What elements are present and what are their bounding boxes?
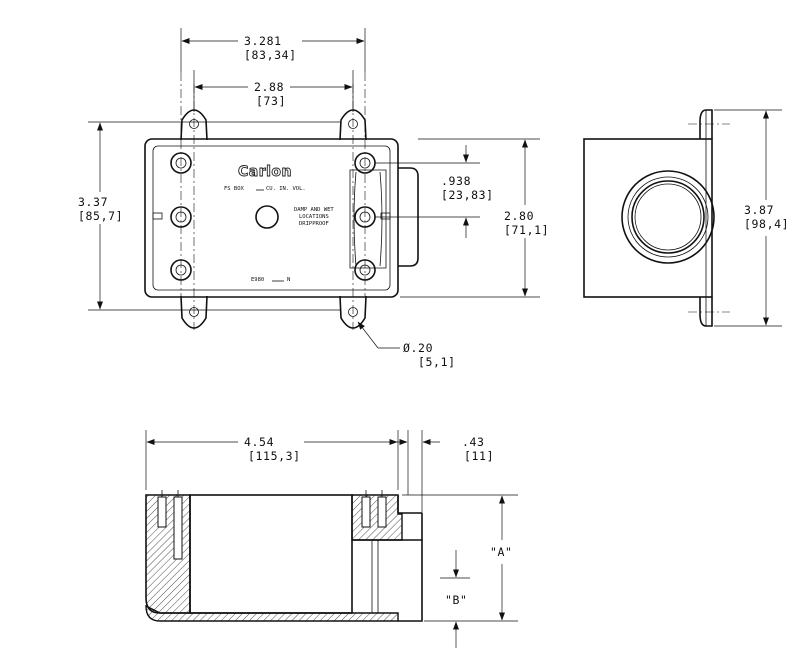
svg-text:2.80: 2.80 bbox=[504, 209, 534, 223]
svg-text:.938: .938 bbox=[441, 174, 471, 188]
end-view-hub bbox=[621, 170, 715, 264]
svg-text:DRIPPROOF: DRIPPROOF bbox=[299, 221, 329, 227]
section-hub bbox=[352, 539, 423, 622]
svg-text:"A": "A" bbox=[490, 545, 513, 559]
dim-387: 3.87 [98,4] bbox=[714, 109, 789, 327]
dim-depth-b: "B" bbox=[440, 550, 470, 648]
svg-text:N: N bbox=[287, 277, 290, 283]
dim-280: 2.80 [71,1] bbox=[400, 138, 549, 298]
svg-text:.43: .43 bbox=[462, 435, 485, 449]
dim-337: 3.37 [85,7] bbox=[78, 121, 340, 311]
svg-text:CU. IN. VOL.: CU. IN. VOL. bbox=[266, 186, 306, 192]
svg-text:[23,83]: [23,83] bbox=[441, 188, 494, 202]
section-right-wall bbox=[351, 494, 403, 541]
center-knockout bbox=[255, 205, 279, 229]
svg-text:2.88: 2.88 bbox=[254, 80, 284, 94]
svg-text:[71,1]: [71,1] bbox=[504, 223, 549, 237]
svg-text:[73]: [73] bbox=[256, 94, 286, 108]
svg-text:[98,4]: [98,4] bbox=[744, 217, 789, 231]
dim-3281: 3.281 [83,34] bbox=[180, 28, 366, 72]
dim-depth-a: "A" bbox=[402, 494, 518, 622]
dim-454: 4.54 [115,3] bbox=[145, 430, 399, 490]
end-view bbox=[583, 109, 730, 327]
dim-hole-diameter: Ø.20 [5,1] bbox=[357, 321, 456, 369]
svg-text:4.54: 4.54 bbox=[244, 435, 274, 449]
front-view: Carlon FS BOX CU. IN. VOL. DAMP AND WET … bbox=[144, 72, 419, 330]
svg-text:3.281: 3.281 bbox=[244, 34, 282, 48]
dim-288: 2.88 [73] bbox=[193, 70, 354, 112]
svg-text:[11]: [11] bbox=[464, 449, 494, 463]
svg-text:DAMP AND WET: DAMP AND WET bbox=[294, 207, 334, 213]
svg-text:[5,1]: [5,1] bbox=[418, 355, 456, 369]
svg-text:E980: E980 bbox=[251, 277, 264, 283]
svg-text:"B": "B" bbox=[445, 593, 468, 607]
svg-text:FS BOX: FS BOX bbox=[224, 186, 245, 192]
box-outer-wall bbox=[144, 138, 399, 298]
section-left-wall bbox=[145, 494, 191, 614]
svg-text:LOCATIONS: LOCATIONS bbox=[299, 214, 329, 220]
dim-938: .938 [23,83] bbox=[375, 145, 494, 238]
svg-text:Ø.20: Ø.20 bbox=[403, 341, 433, 355]
svg-text:3.37: 3.37 bbox=[78, 195, 108, 209]
section-view bbox=[145, 490, 423, 622]
svg-text:3.87: 3.87 bbox=[744, 203, 774, 217]
svg-text:[83,34]: [83,34] bbox=[244, 48, 297, 62]
dim-043: .43 [11] bbox=[396, 430, 494, 513]
brand-logo: Carlon bbox=[238, 164, 292, 180]
svg-text:[85,7]: [85,7] bbox=[78, 209, 123, 223]
svg-text:[115,3]: [115,3] bbox=[248, 449, 301, 463]
